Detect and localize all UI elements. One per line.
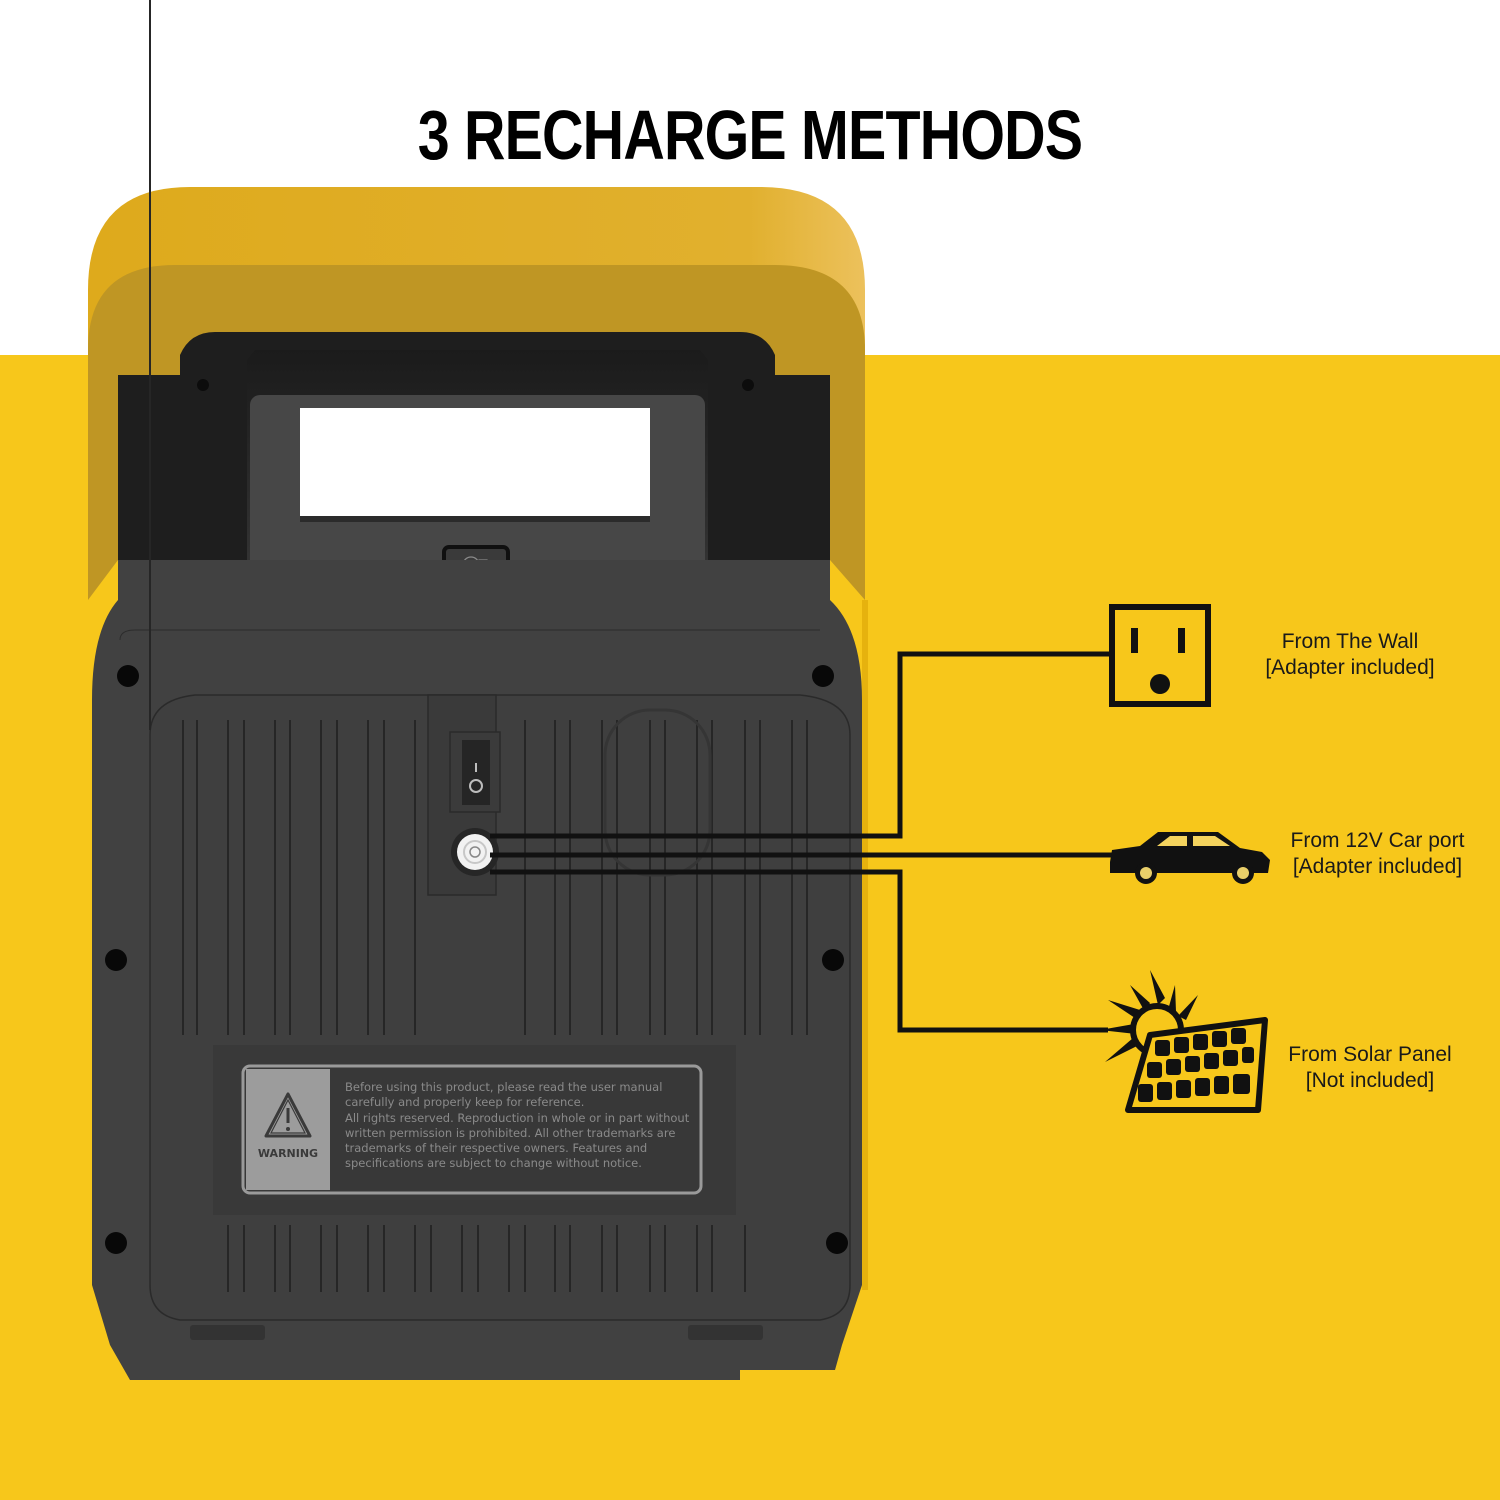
dc-input-port bbox=[451, 828, 499, 876]
method-solar: From Solar Panel [Not included] bbox=[1265, 1042, 1475, 1094]
warning-text: Before using this product, please read t… bbox=[345, 1080, 695, 1172]
warning-triangle-icon bbox=[264, 1092, 312, 1138]
cable-solar bbox=[490, 869, 1108, 1033]
wall-outlet-icon bbox=[1109, 604, 1211, 707]
power-switch bbox=[462, 740, 490, 805]
display-window bbox=[300, 408, 650, 520]
warning-line: carefully and properly keep for referenc… bbox=[345, 1095, 585, 1110]
warning-line: All rights reserved. Reproduction in who… bbox=[345, 1110, 690, 1125]
method-title: From The Wall bbox=[1281, 630, 1419, 653]
cable-wall bbox=[490, 651, 1110, 839]
method-wall: From The Wall [Adapter included] bbox=[1240, 629, 1460, 681]
warning-line: Before using this product, please read t… bbox=[345, 1080, 663, 1094]
warning-label: WARNING bbox=[257, 1147, 319, 1160]
solar-panel-icon bbox=[1100, 970, 1268, 1113]
car-icon bbox=[1110, 832, 1270, 884]
method-title: From 12V Car port bbox=[1290, 829, 1465, 852]
method-note: [Not included] bbox=[1305, 1069, 1435, 1092]
method-car: From 12V Car port [Adapter included] bbox=[1265, 828, 1490, 880]
warning-line: trademarks of their respective owners. F… bbox=[345, 1141, 648, 1156]
cable-lines bbox=[490, 651, 1112, 1033]
warning-line: specifications are subject to change wit… bbox=[345, 1156, 642, 1171]
method-note: [Adapter included] bbox=[1292, 855, 1463, 878]
method-note: [Adapter included] bbox=[1265, 656, 1435, 679]
page-title: 3 RECHARGE METHODS bbox=[417, 96, 1083, 174]
warning-line: written permission is prohibited. All ot… bbox=[345, 1125, 676, 1140]
method-title: From Solar Panel bbox=[1288, 1043, 1452, 1066]
power-station-device bbox=[88, 0, 868, 1380]
